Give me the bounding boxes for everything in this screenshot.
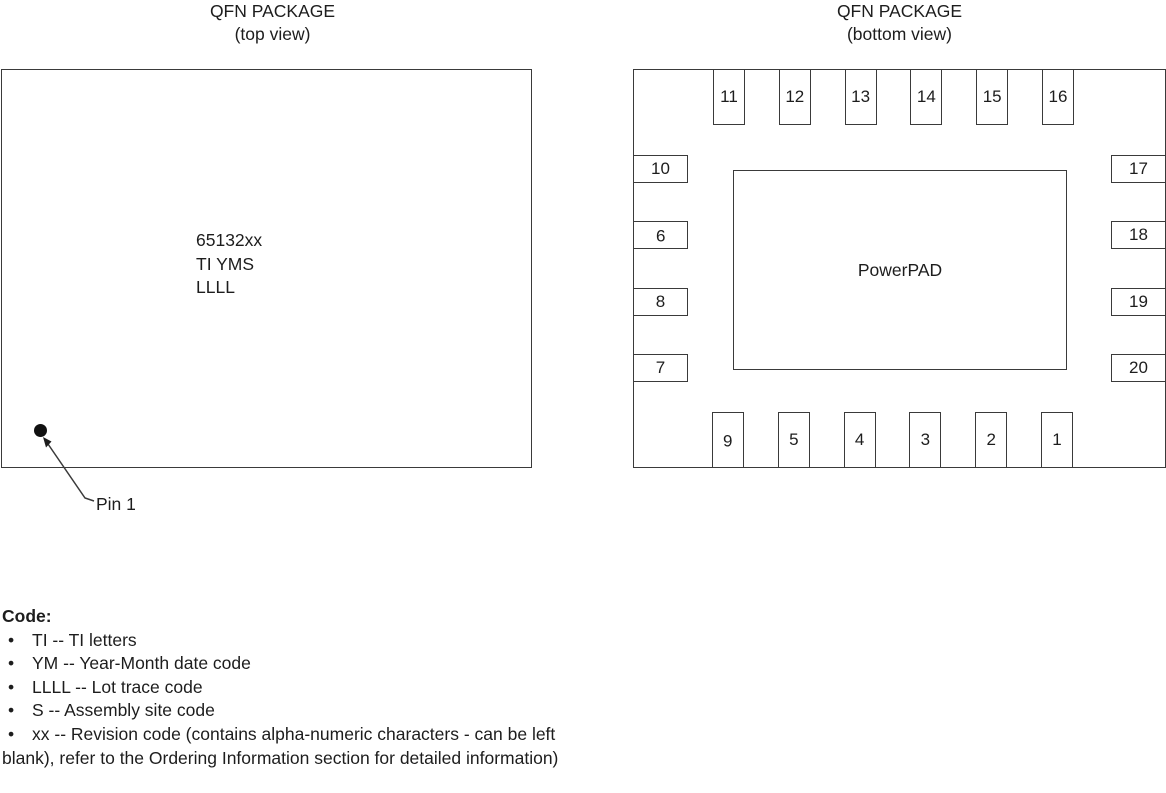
pin-9-number: 9 <box>655 226 666 246</box>
code-item-text: TI -- TI letters <box>32 629 137 650</box>
code-continuation-line: blank), refer to the Ordering Informatio… <box>2 747 559 768</box>
pin-11-number: 11 <box>720 87 738 106</box>
pin-17-pad: 17 <box>1111 154 1166 183</box>
bullet-icon: • <box>8 723 15 744</box>
pin-3-pad: 3 <box>909 412 942 468</box>
code-item: • S -- Assembly site code <box>2 699 772 723</box>
pin-16-pad: 16 <box>1042 69 1074 125</box>
pin-16-number: 16 <box>1048 87 1068 106</box>
pin-8-number: 8 <box>655 291 666 311</box>
code-legend: Code: • TI -- TI letters • YM -- Year-Month… <box>2 605 772 770</box>
bullet-icon: • <box>8 700 15 721</box>
top-view-title: QFN PACKAGE <box>209 1 336 21</box>
powerpad-label: PowerPAD <box>857 259 943 280</box>
top-view-package-outline <box>1 69 532 468</box>
pin-19-pad: 19 <box>1111 287 1166 316</box>
bullet-icon: • <box>8 676 15 697</box>
top-view-subtitle: (top view) <box>234 23 311 44</box>
pin-17-number: 17 <box>1129 158 1148 178</box>
pin-6-pad: 6 <box>712 412 744 468</box>
code-item-text: S -- Assembly site code <box>32 700 215 721</box>
code-item-list: • TI -- TI letters • YM -- Year-Month date … <box>2 629 772 747</box>
code-item-text: xx -- Revision code (contains alpha-nume… <box>32 723 556 744</box>
bottom-view-title: QFN PACKAGE <box>836 1 963 21</box>
code-item-text: LLLL -- Lot trace code <box>32 676 203 697</box>
pin-5-pad: 5 <box>777 412 810 468</box>
pin-20-pad: 20 <box>1111 354 1166 383</box>
pin-12-number: 12 <box>785 87 805 106</box>
pin-14-pad: 14 <box>910 69 943 125</box>
pin-6-number: 6 <box>723 431 733 450</box>
bullet-icon: • <box>8 629 15 650</box>
pin-3-number: 3 <box>920 430 931 449</box>
pin-7-pad: 7 <box>633 354 688 383</box>
code-item-text: YM -- Year-Month date code <box>32 653 251 674</box>
bottom-view-subtitle: (bottom view) <box>846 23 953 44</box>
pin-9-pad: 9 <box>633 221 688 250</box>
pin-10-pad: 10 <box>633 154 688 183</box>
marking-line-3: LLLL <box>196 277 235 297</box>
pin-7-number: 7 <box>655 358 666 378</box>
pin1-label: Pin 1 <box>96 494 136 514</box>
pin-18-number: 18 <box>1129 225 1148 245</box>
pin-11-pad: 11 <box>713 69 745 125</box>
pin-2-pad: 2 <box>975 412 1008 468</box>
code-item: • TI -- TI letters <box>2 629 772 653</box>
pin-13-number: 13 <box>851 87 871 106</box>
marking-line-1: 65132xx <box>196 230 263 250</box>
pin-18-pad: 18 <box>1111 221 1166 250</box>
pin-13-pad: 13 <box>844 69 877 125</box>
pin-10-number: 10 <box>651 158 670 178</box>
bottom-view-title-block: QFN PACKAGE (bottom view) <box>633 0 1166 45</box>
pin-1-pad: 1 <box>1041 412 1073 468</box>
pin-1-number: 1 <box>1052 430 1062 449</box>
pin-4-pad: 4 <box>843 412 876 468</box>
marking-line-2: TI YMS <box>196 253 255 274</box>
code-item: • YM -- Year-Month date code <box>2 652 772 676</box>
pin1-indicator-dot <box>34 424 47 437</box>
code-item: • xx -- Revision code (contains alpha-num… <box>2 723 772 747</box>
pin-4-number: 4 <box>854 430 865 449</box>
code-item: • LLLL -- Lot trace code <box>2 676 772 700</box>
pin-8-pad: 8 <box>633 287 688 316</box>
pin-15-number: 15 <box>982 87 1002 106</box>
pin-15-pad: 15 <box>976 69 1009 125</box>
pin-19-number: 19 <box>1129 291 1148 311</box>
pin-20-number: 20 <box>1129 358 1148 378</box>
pin-12-pad: 12 <box>778 69 811 125</box>
code-heading: Code: <box>2 606 52 626</box>
pin-2-number: 2 <box>986 430 996 449</box>
top-view-title-block: QFN PACKAGE (top view) <box>0 0 545 45</box>
powerpad-area: PowerPAD <box>733 170 1067 370</box>
bullet-icon: • <box>8 653 15 674</box>
pin-5-number: 5 <box>789 430 799 449</box>
package-marking-text: 65132xx TI YMS LLLL <box>196 229 262 300</box>
pin-14-number: 14 <box>916 87 936 106</box>
